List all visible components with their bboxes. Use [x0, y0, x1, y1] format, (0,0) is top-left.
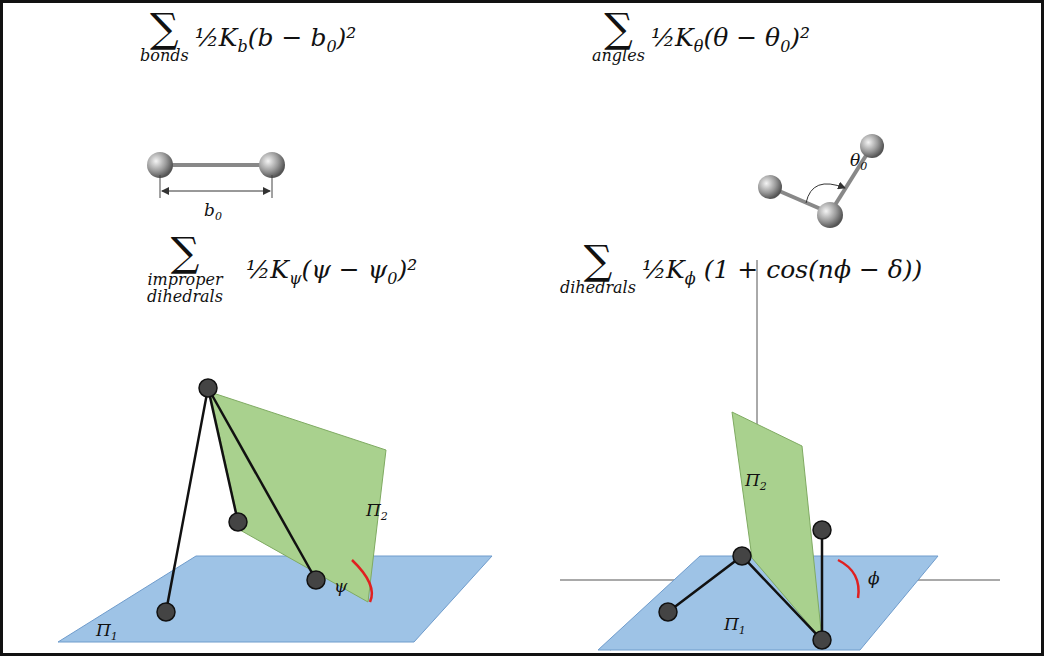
formula-text: ½K [651, 23, 694, 52]
subscript: 0 [215, 210, 222, 223]
subscript: 0 [780, 37, 790, 56]
sum-range: improper dihedrals [130, 272, 240, 306]
figure-label: ψ [334, 576, 347, 596]
figure-label: θ0 [850, 150, 867, 170]
formula-text: (b − b [248, 23, 327, 52]
symbol: Π [724, 614, 739, 634]
figure-label: Π2 [366, 500, 388, 520]
sum-sign: ∑ [150, 8, 179, 48]
subscript: 2 [760, 480, 767, 493]
sum-range: angles [592, 48, 645, 65]
energy-term: ∑improper dihedrals½Kψ(ψ − ψ0)² [130, 232, 417, 306]
sum-range: bonds [140, 48, 189, 65]
subscript: 1 [739, 624, 746, 637]
subscript: ψ [289, 269, 302, 288]
formula-text: ½K [246, 255, 289, 284]
subscript: ϕ [685, 269, 696, 288]
sum-sign: ∑ [584, 240, 613, 280]
subscript: b [238, 37, 248, 56]
sum-sign: ∑ [171, 232, 200, 272]
subscript: θ [694, 37, 704, 56]
summation: ∑dihedrals [560, 240, 636, 297]
symbol: ϕ [868, 568, 880, 588]
energy-term: ∑bonds½Kb(b − b0)² [140, 8, 356, 65]
summation: ∑improper dihedrals [130, 232, 240, 306]
figure-label: Π1 [96, 620, 118, 640]
energy-term: ∑dihedrals½Kϕ (1 + cos(nϕ − δ)) [560, 240, 922, 297]
subscript: 1 [111, 630, 118, 643]
term-expression: ½Kθ(θ − θ0)² [651, 21, 810, 52]
subscript: 2 [381, 510, 388, 523]
summation: ∑angles [592, 8, 645, 65]
formula-text: )² [337, 23, 357, 52]
symbol: ψ [334, 576, 347, 596]
sum-sign: ∑ [604, 8, 633, 48]
formula-text: ½K [642, 255, 685, 284]
formula-text: (ψ − ψ [301, 255, 387, 284]
symbol: Π [745, 470, 760, 490]
sum-range: dihedrals [560, 280, 636, 297]
subscript: 0 [326, 37, 336, 56]
summation: ∑bonds [140, 8, 189, 65]
symbol: Π [366, 500, 381, 520]
term-expression: ½Kb(b − b0)² [195, 21, 357, 52]
symbol: Π [96, 620, 111, 640]
formula-text: (1 + cos(nϕ − δ)) [696, 255, 923, 284]
term-expression: ½Kϕ (1 + cos(nϕ − δ)) [642, 253, 922, 284]
figure-label: Π2 [745, 470, 767, 490]
energy-term: ∑angles½Kθ(θ − θ0)² [592, 8, 810, 65]
subscript: 0 [387, 269, 397, 288]
formula-text: (θ − θ [703, 23, 780, 52]
symbol: b [204, 200, 215, 220]
formula-text: )² [397, 255, 417, 284]
figure-label: b0 [204, 200, 222, 220]
symbol: θ [850, 150, 860, 170]
formula-text: ½K [195, 23, 238, 52]
formula-text: )² [790, 23, 810, 52]
figure-label: Π1 [724, 614, 746, 634]
subscript: 0 [860, 160, 867, 173]
term-expression: ½Kψ(ψ − ψ0)² [246, 253, 417, 284]
figure-label: ϕ [868, 568, 880, 588]
